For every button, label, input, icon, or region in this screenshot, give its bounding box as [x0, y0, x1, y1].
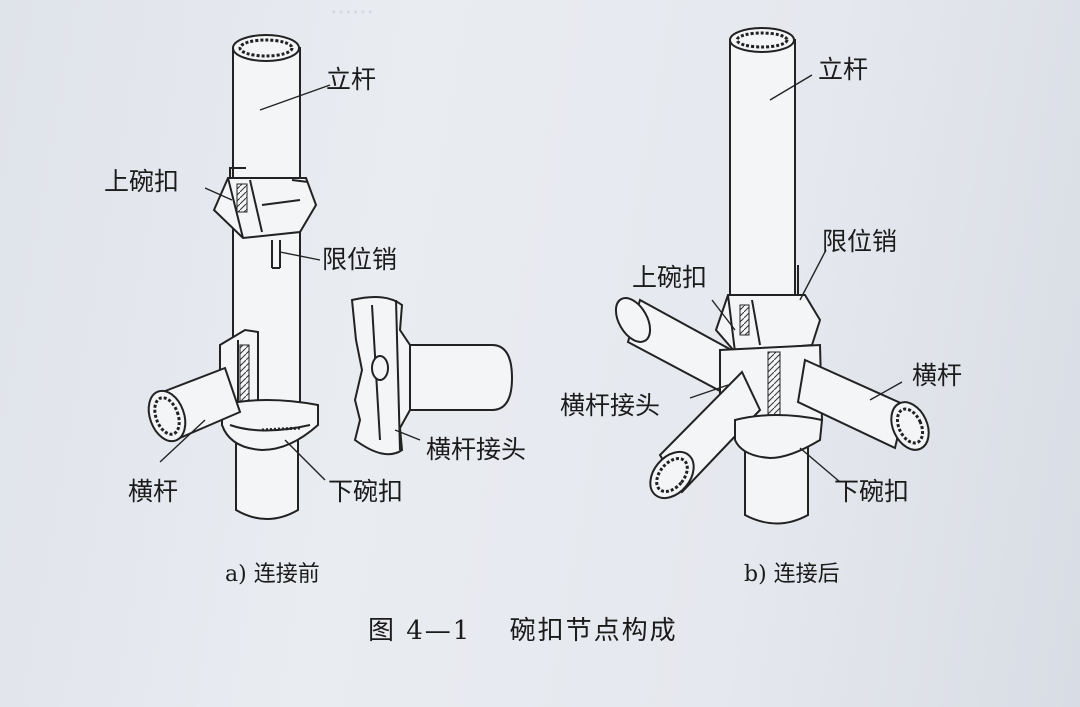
figure-title: 图 4—1 碗扣节点构成	[368, 616, 678, 646]
panel-b-drawing	[614, 27, 930, 525]
panel-b-label-horizontal-bar: 横杆	[912, 361, 963, 390]
panel-a-label-bar-joint: 横杆接头	[426, 435, 527, 464]
panel-b-label-upper-bowl: 上碗扣	[632, 263, 708, 292]
panel-b-upper-bowl	[714, 294, 822, 354]
panel-a-bar-joint	[350, 295, 514, 456]
panel-a-drawing	[147, 34, 514, 520]
panel-a-lower-pipe	[235, 439, 299, 520]
panel-a-label-horizontal-bar: 横杆	[128, 477, 179, 506]
panel-b-caption: b) 连接后	[744, 562, 840, 587]
panel-a-label-limit-pin: 限位销	[322, 245, 398, 274]
panel-a-label-vertical-pole: 立杆	[326, 65, 377, 94]
panel-b-label-limit-pin: 限位销	[822, 227, 898, 256]
panel-a-label-lower-bowl: 下碗扣	[328, 477, 404, 506]
panel-b-label-lower-bowl: 下碗扣	[834, 477, 910, 506]
panel-a-limit-pin	[271, 240, 281, 269]
panel-b-label-bar-joint: 横杆接头	[560, 391, 661, 420]
panel-a-label-upper-bowl: 上碗扣	[104, 167, 180, 196]
panel-b-lower-bowl	[734, 414, 824, 460]
panel-b-right-bar	[796, 358, 930, 451]
panel-b-front-bar	[649, 370, 762, 500]
panel-a-caption: a) 连接前	[225, 562, 320, 587]
bleed-text: ……	[330, 0, 374, 19]
panel-b-label-vertical-pole: 立杆	[818, 55, 869, 84]
panel-a-upper-bowl	[212, 167, 318, 240]
panel-a-horizontal-bar	[147, 366, 242, 443]
